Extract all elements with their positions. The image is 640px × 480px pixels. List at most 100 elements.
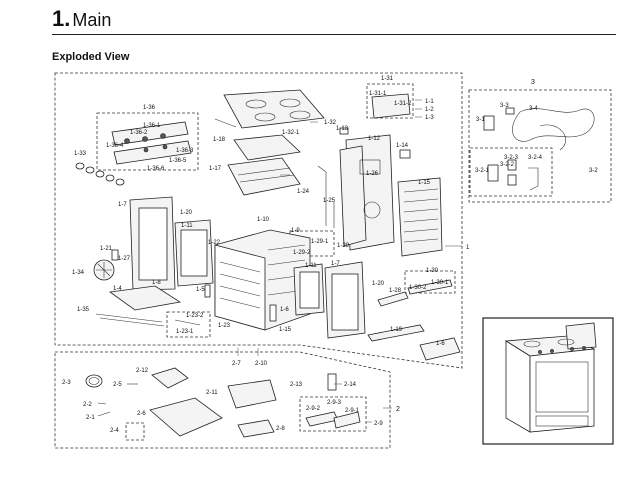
main-assembly-outline: [54, 72, 463, 369]
module-part: [507, 159, 517, 171]
knob-icon: [160, 133, 166, 139]
plate-part: [237, 419, 275, 438]
part-label: 1-36-6: [147, 166, 165, 172]
part-label: 1-23-2: [186, 313, 204, 319]
part-label: 1-23-1: [176, 329, 194, 335]
range-drawer: [535, 415, 589, 427]
part-label: 1-36-1: [143, 123, 161, 129]
connector-part: [505, 107, 515, 115]
part-label: 1-15: [279, 327, 292, 333]
part-label: 1-21: [100, 246, 113, 252]
knob-icon: [570, 347, 574, 351]
slide-part: [305, 411, 339, 427]
burner-ring-icon: [557, 338, 575, 346]
part-label: 1-15: [418, 180, 431, 186]
part-label: 3-3: [500, 103, 509, 109]
door-glass-part: [180, 229, 208, 277]
ring-inner: [88, 377, 100, 385]
range-front: [529, 348, 595, 433]
control-panel-part: [371, 93, 411, 119]
cooktop-rail-part: [214, 118, 237, 128]
rod-part: [99, 317, 165, 327]
part-label: 1-31-2: [394, 101, 412, 107]
control-panel-group-outline: [366, 83, 414, 119]
section-title: Main: [72, 10, 112, 30]
part-label: 1-26: [366, 171, 379, 177]
section-number: 1.: [52, 6, 71, 31]
part-label: 3-2-1: [475, 168, 490, 174]
bracket-part: [151, 367, 189, 389]
assembled-range-inset: [482, 317, 614, 445]
door-outer-glass: [331, 273, 359, 331]
module-part: [507, 174, 517, 186]
rail-group-outline: [404, 270, 456, 294]
part-label: 1-30-2: [409, 285, 427, 291]
part-label: 2-8: [276, 426, 285, 432]
cooktop-part: [223, 89, 325, 129]
part-label: 1-32-1: [282, 130, 300, 136]
burner-ring-icon: [289, 110, 311, 120]
part-label: 1-18: [213, 137, 226, 143]
part-label: 1-6: [436, 341, 445, 347]
part-label: 3-2-3: [504, 155, 519, 161]
clip-part: [339, 127, 349, 135]
part-label: 1-17: [209, 166, 222, 172]
part-label: 1-11: [181, 223, 193, 229]
part-label: 1-20: [372, 281, 385, 287]
part-label: 1-29-2: [293, 250, 311, 256]
part-label: 1-1: [425, 99, 434, 105]
hinge-group-outline: [166, 311, 211, 338]
part-label: 2-11: [206, 390, 218, 396]
oven-cavity-front: [214, 244, 266, 331]
connector-part: [483, 115, 495, 131]
part-label: 1-36: [143, 105, 156, 111]
part-label: 2-4: [110, 428, 119, 434]
part-label: 2-12: [136, 368, 149, 374]
burner-ring-icon: [523, 340, 541, 348]
rear-cover-vents: [403, 188, 439, 243]
part-label: 1-32: [324, 120, 337, 126]
knob-icon: [582, 346, 586, 350]
part-label: 2-9-3: [327, 400, 342, 406]
range-backguard: [565, 322, 597, 350]
module-part: [487, 164, 499, 182]
knob-group-outline: [96, 112, 199, 171]
part-label: 1-31: [381, 76, 394, 82]
slide-group-outline: [299, 396, 367, 432]
bottom-element-part: [108, 285, 182, 311]
knob-icon: [124, 138, 130, 144]
part-label: 1-36-3: [176, 148, 194, 154]
wiring-group-outline: [468, 89, 612, 203]
part-label: 3-2-4: [528, 155, 543, 161]
part-label: 1-14: [396, 143, 409, 149]
door-glass-part: [299, 271, 320, 309]
part-label: 1-19: [390, 327, 403, 333]
ring-part: [85, 374, 103, 388]
part-label: 1-2: [425, 107, 434, 113]
part-label: 1-36-2: [130, 130, 148, 136]
leader-lines: [237, 99, 462, 423]
wiring-subgroup-outline: [469, 147, 553, 197]
part-label: 1-25: [323, 198, 336, 204]
part-label: 2-13: [290, 382, 303, 388]
range-door: [535, 361, 589, 413]
burner-ring-icon: [245, 99, 267, 109]
part-label: 1-5: [196, 287, 205, 293]
cable-part: [317, 165, 327, 226]
knob-bar-lower-part: [113, 140, 192, 165]
hinge-part: [204, 284, 211, 298]
part-label: 2-2: [83, 402, 92, 408]
part-label: 1-28: [389, 288, 402, 294]
part-label: 1-24: [297, 189, 310, 195]
drawer-tray-part: [227, 379, 277, 409]
part-label: 2-9-1: [345, 408, 360, 414]
part-label: 1-29: [337, 243, 350, 249]
screw-part: [97, 411, 111, 417]
part-label: 3-2: [589, 168, 598, 174]
top-plate-part: [233, 134, 301, 161]
part-label: 1-10: [257, 217, 270, 223]
rail-part: [407, 279, 453, 295]
oven-rack-guides: [219, 261, 261, 309]
sensor-part: [111, 249, 119, 261]
part-label: 1-23: [218, 323, 231, 329]
